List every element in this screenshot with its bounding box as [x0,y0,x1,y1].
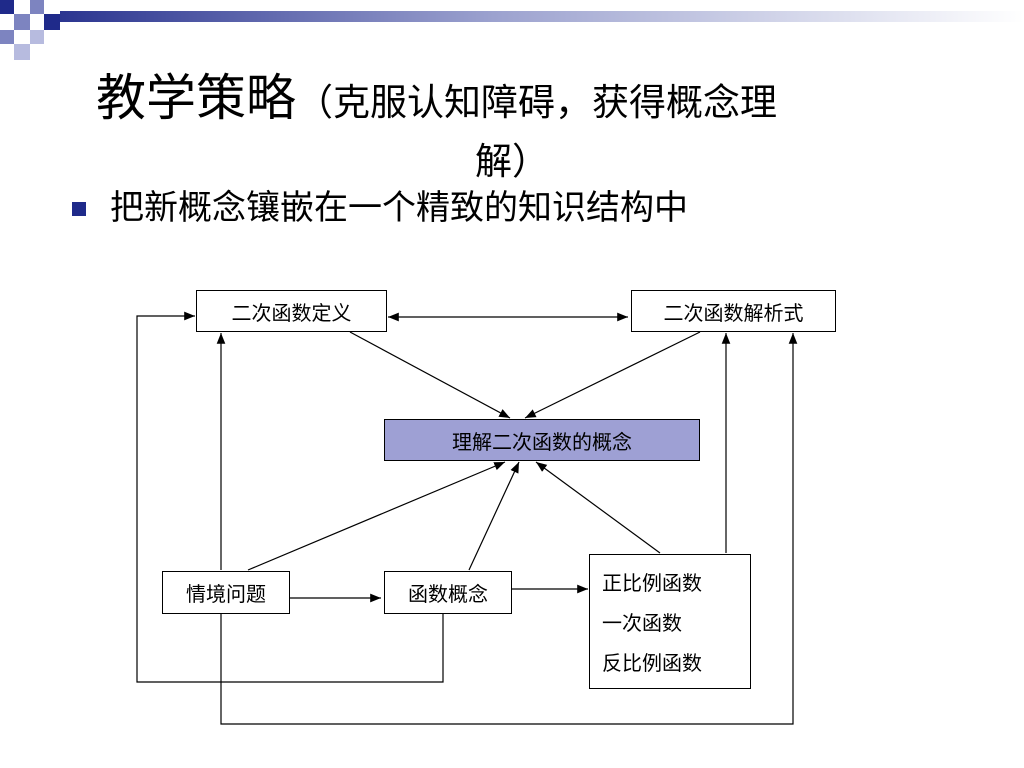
edge-situation-center [247,461,506,571]
function-type-item: 正比例函数 [602,570,702,595]
title-continued: 解） [475,140,549,183]
edge-analytic-center [524,331,701,419]
header-decoration [0,0,1024,60]
edge-concept-center [468,461,520,571]
node-center: 理解二次函数的概念 [384,419,700,461]
node-function-concept: 函数概念 [384,571,512,614]
node-analytic: 二次函数解析式 [631,290,836,332]
node-function-types: 正比例函数 一次函数 反比例函数 [589,554,751,689]
bullet-text: 把新概念镶嵌在一个精致的知识结构中 [110,188,688,228]
square-bullet-icon [72,202,86,216]
edge-definition-center [349,331,511,419]
function-type-item: 一次函数 [602,610,682,635]
title-main: 教学策略 [96,69,296,127]
edge-functions-center [535,461,661,554]
function-type-item: 反比例函数 [602,651,702,676]
title-paren-open: （克服认知障碍，获得概念理 [296,81,777,124]
edge-situation-loop-analytic [220,333,798,725]
node-situation: 情境问题 [162,571,290,614]
edge-concept-loop-definition [136,311,444,683]
slide-title: 教学策略（克服认知障碍，获得概念理 [96,72,976,129]
node-definition: 二次函数定义 [196,290,387,332]
